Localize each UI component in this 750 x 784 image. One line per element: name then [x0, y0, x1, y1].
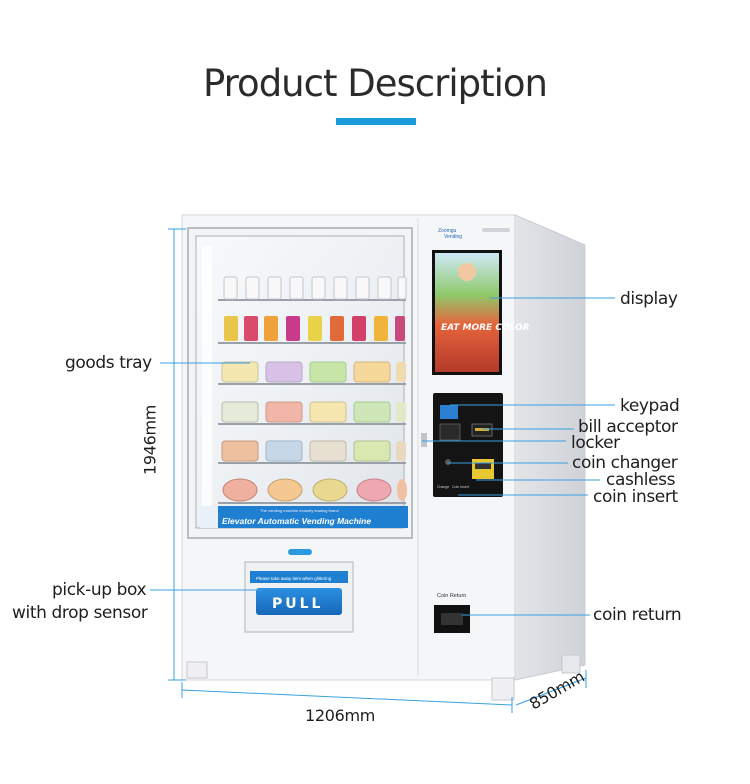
label-goods-tray: goods tray	[65, 353, 152, 373]
label-cashless: cashless	[606, 470, 676, 490]
page-title: Product Description	[203, 62, 548, 105]
label-locker: locker	[571, 433, 620, 453]
label-coin-insert: coin insert	[593, 487, 678, 507]
label-bill-acceptor: bill acceptor	[578, 417, 678, 437]
label-coin-return: coin return	[593, 605, 682, 625]
change-button-label: Change	[437, 485, 449, 489]
products-row-5	[221, 440, 406, 462]
dimension-lines	[168, 228, 587, 713]
label-coin-changer: coin changer	[572, 453, 678, 473]
products-row-4	[221, 401, 406, 423]
leader-lines	[150, 297, 615, 616]
title-underline	[336, 118, 416, 125]
banner-text: Elevator Automatic Vending Machine	[222, 516, 371, 526]
height-dimension: 1946mm	[140, 404, 160, 476]
screen-text: EAT MORE COLOR	[441, 323, 530, 333]
width-dimension: 1206mm	[305, 706, 376, 725]
label-pickup-box: pick-up box	[52, 580, 147, 600]
brand-logo-line1: Zoomgu	[438, 228, 457, 234]
coin-insert-button-label: Coin Insert	[452, 485, 469, 489]
brand-logo-line2: Vending	[444, 234, 462, 240]
pickup-note: Please take away item when glittering	[256, 576, 332, 581]
products-row-3	[221, 361, 406, 383]
label-drop-sensor: with drop sensor	[12, 603, 148, 623]
products-row-2	[224, 316, 405, 341]
banner	[200, 506, 408, 528]
products-row-1	[223, 276, 407, 300]
keypad-screen	[440, 405, 458, 419]
coin-return-text: Coin Return	[437, 593, 466, 599]
banner-small-text: The vending machine industry leading bra…	[260, 508, 339, 513]
pull-label: PULL	[272, 596, 323, 612]
goods-trays	[218, 299, 406, 504]
label-display: display	[620, 289, 678, 309]
products-row-6	[222, 478, 407, 502]
keypad	[439, 423, 461, 441]
label-keypad: keypad	[620, 396, 680, 416]
locker	[421, 433, 427, 447]
